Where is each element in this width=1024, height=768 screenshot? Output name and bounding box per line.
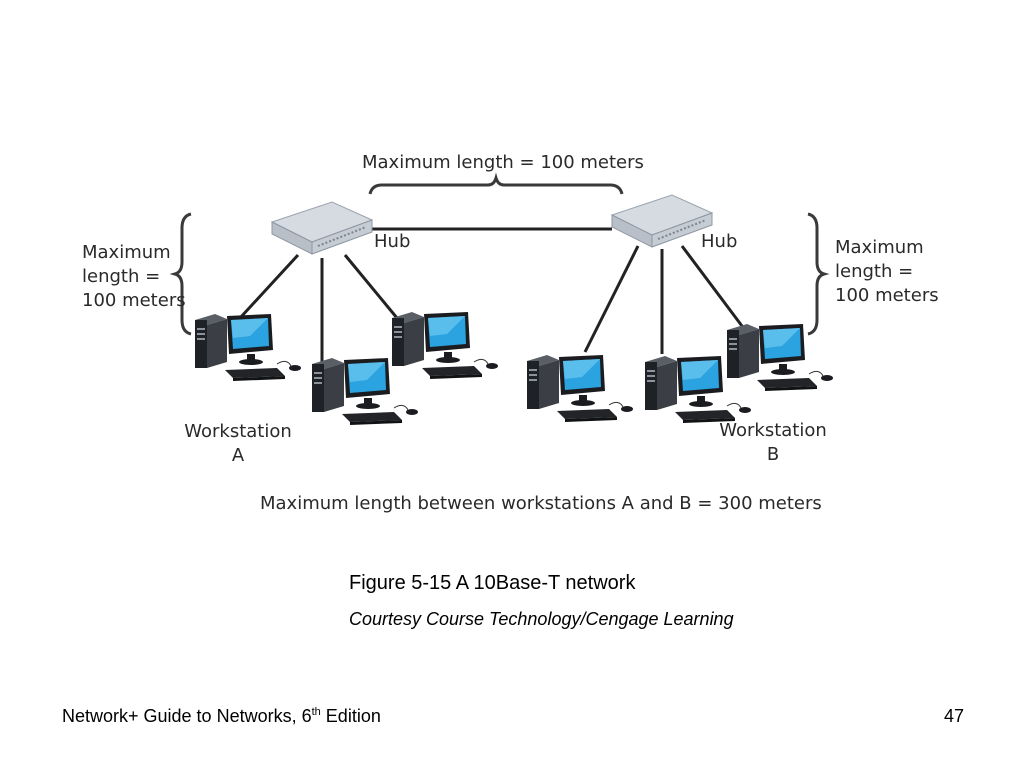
workstation-b-label-line: Workstation bbox=[719, 420, 827, 441]
right-length-label-line: Maximum bbox=[835, 237, 924, 258]
bottom-length-label: Maximum length between workstations A an… bbox=[260, 493, 822, 514]
hub-left-device bbox=[271, 201, 373, 255]
left-length-label-line: Maximum bbox=[82, 242, 171, 263]
workstation-computer bbox=[391, 311, 499, 380]
workstation-b-label: Workstation B bbox=[719, 419, 827, 467]
right-length-label-line: 100 meters bbox=[835, 285, 939, 306]
workstation-a-label: Workstation A bbox=[184, 420, 292, 468]
hub-left-label: Hub bbox=[374, 231, 411, 252]
figure-credit: Courtesy Course Technology/Cengage Learn… bbox=[349, 609, 734, 629]
right-length-label-line: length = bbox=[835, 261, 914, 282]
footer-title-part: Network+ Guide to Networks, 6 bbox=[62, 706, 312, 726]
left-length-label-line: 100 meters bbox=[82, 290, 186, 311]
top-length-brace bbox=[368, 172, 624, 195]
workstation-b-label-line: B bbox=[766, 444, 780, 465]
footer-book-title: Network+ Guide to Networks, 6th Edition bbox=[62, 706, 381, 727]
left-length-label-line: length = bbox=[82, 266, 161, 287]
workstation-computer bbox=[526, 354, 634, 423]
footer-title-part: Edition bbox=[320, 706, 381, 726]
right-length-label: Maximum length = 100 meters bbox=[835, 236, 939, 308]
left-length-label: Maximum length = 100 meters bbox=[82, 241, 186, 313]
page-number: 47 bbox=[943, 706, 964, 726]
hub-right-device bbox=[611, 194, 713, 248]
network-cables bbox=[238, 227, 747, 362]
left-length-brace bbox=[169, 212, 192, 336]
workstation-a-computer bbox=[194, 313, 302, 382]
workstation-a-label-line: A bbox=[231, 445, 245, 466]
workstation-b-computer bbox=[726, 323, 834, 392]
hub-right-label: Hub bbox=[701, 231, 738, 252]
footer-title-superscript: th bbox=[311, 706, 321, 718]
workstation-a-label-line: Workstation bbox=[184, 421, 292, 442]
workstation-computer bbox=[311, 357, 419, 426]
figure-caption: Figure 5-15 A 10Base-T network bbox=[349, 572, 636, 594]
top-length-label: Maximum length = 100 meters bbox=[362, 152, 644, 173]
right-length-brace bbox=[807, 212, 830, 336]
